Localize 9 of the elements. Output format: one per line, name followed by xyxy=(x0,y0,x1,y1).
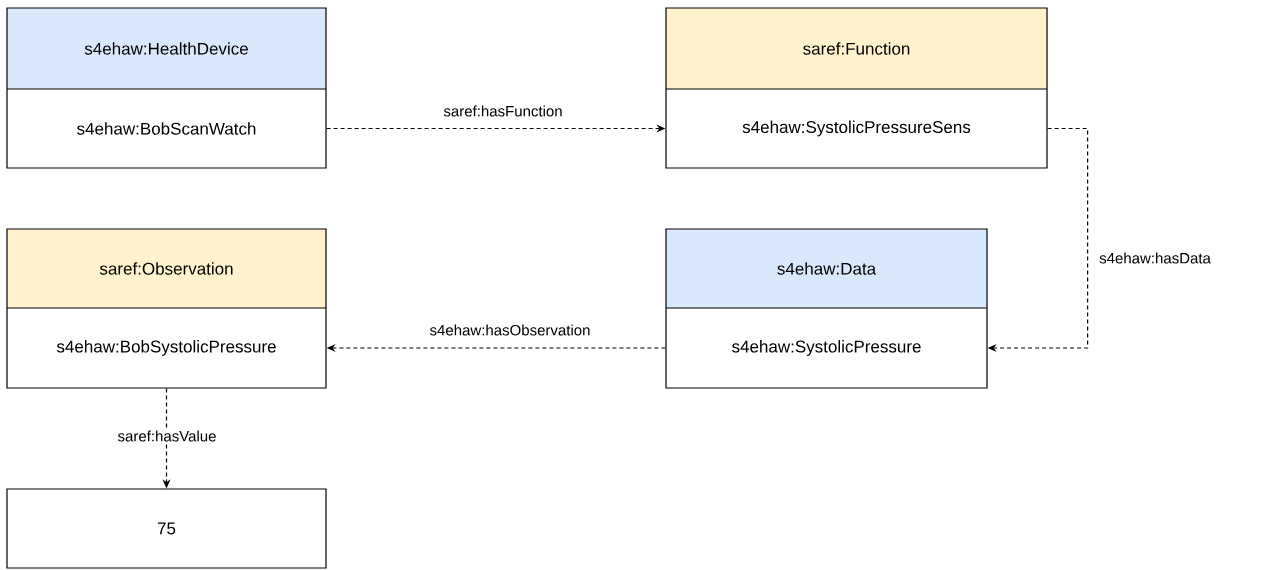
class-box: 75 xyxy=(6,488,327,569)
class-box: s4ehaw:Data s4ehaw:SystolicPressure xyxy=(665,228,988,389)
edge-label: s4ehaw:hasData xyxy=(1097,250,1213,266)
edge-label: saref:hasFunction xyxy=(441,103,565,119)
class-box: saref:Observation s4ehaw:BobSystolicPressure xyxy=(6,228,327,389)
class-box: saref:Function s4ehaw:SystolicPressureSens xyxy=(665,7,1048,169)
class-box: s4ehaw:HealthDevice s4ehaw:BobScanWatch xyxy=(6,7,327,169)
edge-label: s4ehaw:hasObservation xyxy=(427,322,593,338)
edge-label: saref:hasValue xyxy=(115,428,219,444)
